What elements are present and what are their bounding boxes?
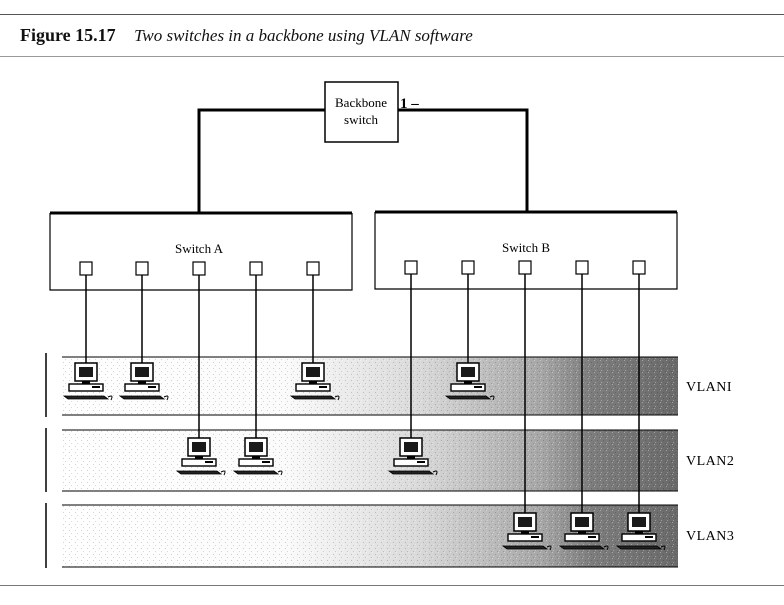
switch-a-port — [306, 261, 320, 276]
switch-ports — [79, 260, 646, 276]
vlan3-label: VLAN3 — [686, 529, 734, 544]
switch-a-port — [79, 261, 93, 276]
figure-title: Two switches in a backbone using VLAN so… — [134, 26, 473, 45]
switch-b-port — [404, 260, 418, 275]
bottom-rule — [0, 585, 784, 586]
switch-a-port — [249, 261, 263, 276]
switch-a-port — [192, 261, 206, 276]
backbone-switch — [324, 81, 399, 143]
switch-b-label: Switch B — [502, 240, 550, 255]
switch-a: Switch A — [49, 211, 353, 291]
backbone-label-line1: Backbone — [335, 95, 387, 110]
switch-b: Switch B — [374, 210, 678, 290]
figure-number: Figure 15.17 — [20, 25, 116, 45]
backbone-links — [197, 108, 529, 213]
switch-b-port — [632, 260, 646, 275]
vlan-band-borders — [45, 353, 678, 568]
figure-caption: Figure 15.17 Two switches in a backbone … — [20, 25, 473, 46]
switch-a-port — [135, 261, 149, 276]
switch-b-port — [461, 260, 475, 275]
caption-rule — [0, 56, 784, 57]
switch-a-label: Switch A — [175, 241, 224, 256]
switch-b-port — [575, 260, 589, 275]
top-rule — [0, 14, 784, 15]
backbone-marker: 1 – — [400, 96, 419, 112]
station-cables — [85, 274, 640, 513]
vlan1-label: VLANI — [686, 380, 732, 395]
vlan2-label: VLAN2 — [686, 454, 734, 469]
switch-b-port — [518, 260, 532, 275]
backbone-label-line2: switch — [344, 112, 378, 127]
